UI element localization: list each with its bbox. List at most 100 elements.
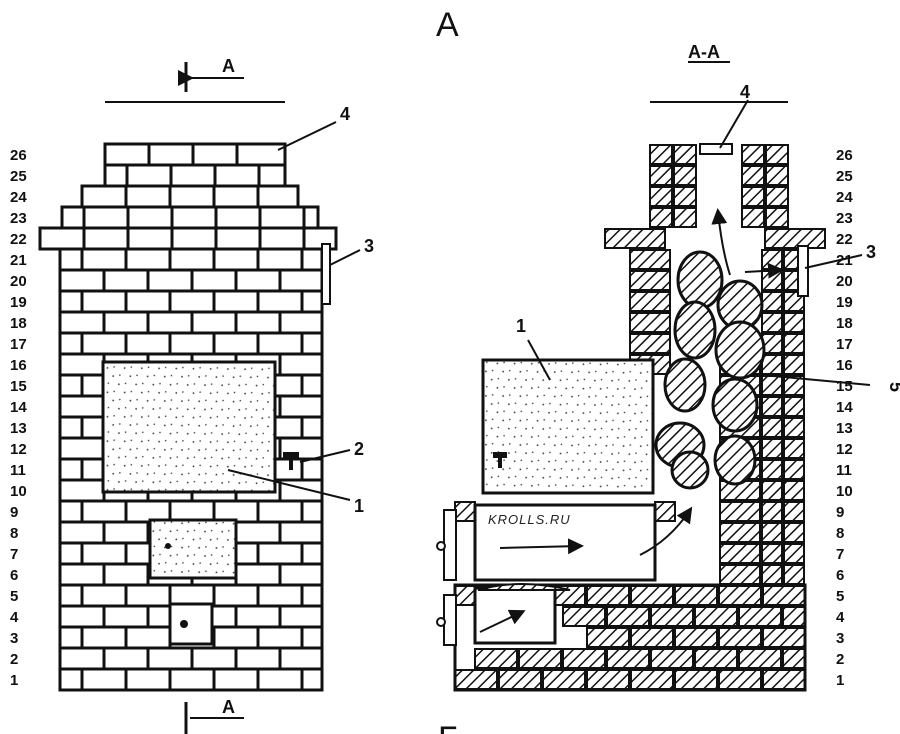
brick-row <box>60 205 320 230</box>
brick-row <box>80 184 300 209</box>
brick-section <box>654 501 676 522</box>
callout-label: 2 <box>354 439 364 459</box>
brick-section <box>783 417 805 438</box>
row-number: 8 <box>10 525 18 542</box>
brick-section <box>629 270 671 291</box>
row-number: 2 <box>10 651 18 668</box>
row-number: 7 <box>10 546 18 563</box>
brick-section <box>738 606 782 627</box>
flow-arrow <box>744 262 784 279</box>
brick-section <box>762 669 806 690</box>
brick-section <box>761 354 783 375</box>
brick-section <box>783 501 805 522</box>
row-number: 18 <box>10 315 27 332</box>
brick-section <box>586 627 630 648</box>
view-title: А <box>436 6 459 44</box>
stone <box>714 320 766 380</box>
row-number: 1 <box>10 672 18 689</box>
ash-door-section <box>443 594 457 646</box>
brick-section <box>649 144 673 165</box>
section-marker-label: А <box>222 697 235 717</box>
brick-section <box>719 543 761 564</box>
row-number: 6 <box>10 567 18 584</box>
glass-tank-window <box>101 360 277 494</box>
row-number: 4 <box>10 609 19 626</box>
heater-stones <box>654 250 766 490</box>
row-number: 12 <box>836 441 853 458</box>
row-number: 22 <box>10 231 27 248</box>
fire-door-knob <box>165 543 171 549</box>
brick-section <box>761 564 783 585</box>
brick-section <box>783 396 805 417</box>
flow-arrow <box>479 609 526 633</box>
section-marker-top: А <box>178 56 244 92</box>
brick-section <box>761 459 783 480</box>
section-marker-bottom: А <box>184 697 244 734</box>
brick-section <box>718 585 762 606</box>
brick-section <box>650 606 694 627</box>
brick-section <box>761 543 783 564</box>
flow-arrow <box>639 506 693 556</box>
brick-section <box>718 669 762 690</box>
ash-door-knob <box>180 620 188 628</box>
brick-section <box>761 438 783 459</box>
ash-door-section-knob <box>436 617 446 627</box>
row-number: 1 <box>836 672 844 689</box>
brick-section <box>741 207 765 228</box>
brick-section <box>542 669 586 690</box>
row-number: 10 <box>10 483 27 500</box>
row-number: 17 <box>10 336 27 353</box>
stone <box>673 300 717 360</box>
brick-section <box>604 228 666 249</box>
brick-section <box>762 627 806 648</box>
brick-section <box>674 585 718 606</box>
bottom-partial-letter: Б <box>438 720 460 734</box>
brick-section <box>782 648 806 669</box>
brick-section <box>783 354 805 375</box>
brick-section <box>761 270 783 291</box>
brick-section <box>673 144 697 165</box>
stone <box>676 250 724 310</box>
brick-section <box>454 501 476 522</box>
brick-section <box>761 312 783 333</box>
row-numbers-right: 1234567891011121314151617181920212223242… <box>836 147 853 689</box>
brick-section <box>761 522 783 543</box>
row-number: 7 <box>836 546 844 563</box>
row-number: 3 <box>10 630 18 647</box>
water-tank <box>481 358 655 495</box>
chimney-damper-left <box>321 243 331 305</box>
brick-section <box>782 606 806 627</box>
callouts-right: 1 3 4 5 <box>516 82 900 392</box>
brick-section <box>673 165 697 186</box>
row-number: 12 <box>10 441 27 458</box>
chimney-cap <box>699 143 733 155</box>
row-number: 8 <box>836 525 844 542</box>
brick-section <box>649 165 673 186</box>
brick-section <box>783 480 805 501</box>
brick-section <box>673 207 697 228</box>
section-marker-label: А <box>222 56 235 76</box>
brick-section <box>719 522 761 543</box>
tap-icon <box>283 452 299 470</box>
brick-section <box>518 648 562 669</box>
brick-section <box>719 564 761 585</box>
row-number: 19 <box>10 294 27 311</box>
brick-section <box>674 627 718 648</box>
brick-row <box>58 331 324 356</box>
row-number: 13 <box>836 420 853 437</box>
brick-section <box>783 564 805 585</box>
callout-label: 3 <box>866 242 876 262</box>
row-number: 19 <box>836 294 853 311</box>
brick-section <box>783 543 805 564</box>
brick-section <box>762 585 806 606</box>
tank-tap-icon <box>493 452 507 468</box>
brick-section <box>783 438 805 459</box>
brick-section <box>765 186 789 207</box>
callouts-left: 4 3 2 1 <box>227 104 374 516</box>
brick-section <box>629 249 671 270</box>
brick-section <box>718 627 762 648</box>
row-number: 20 <box>836 273 853 290</box>
brick-section <box>783 333 805 354</box>
row-number: 2 <box>836 651 844 668</box>
